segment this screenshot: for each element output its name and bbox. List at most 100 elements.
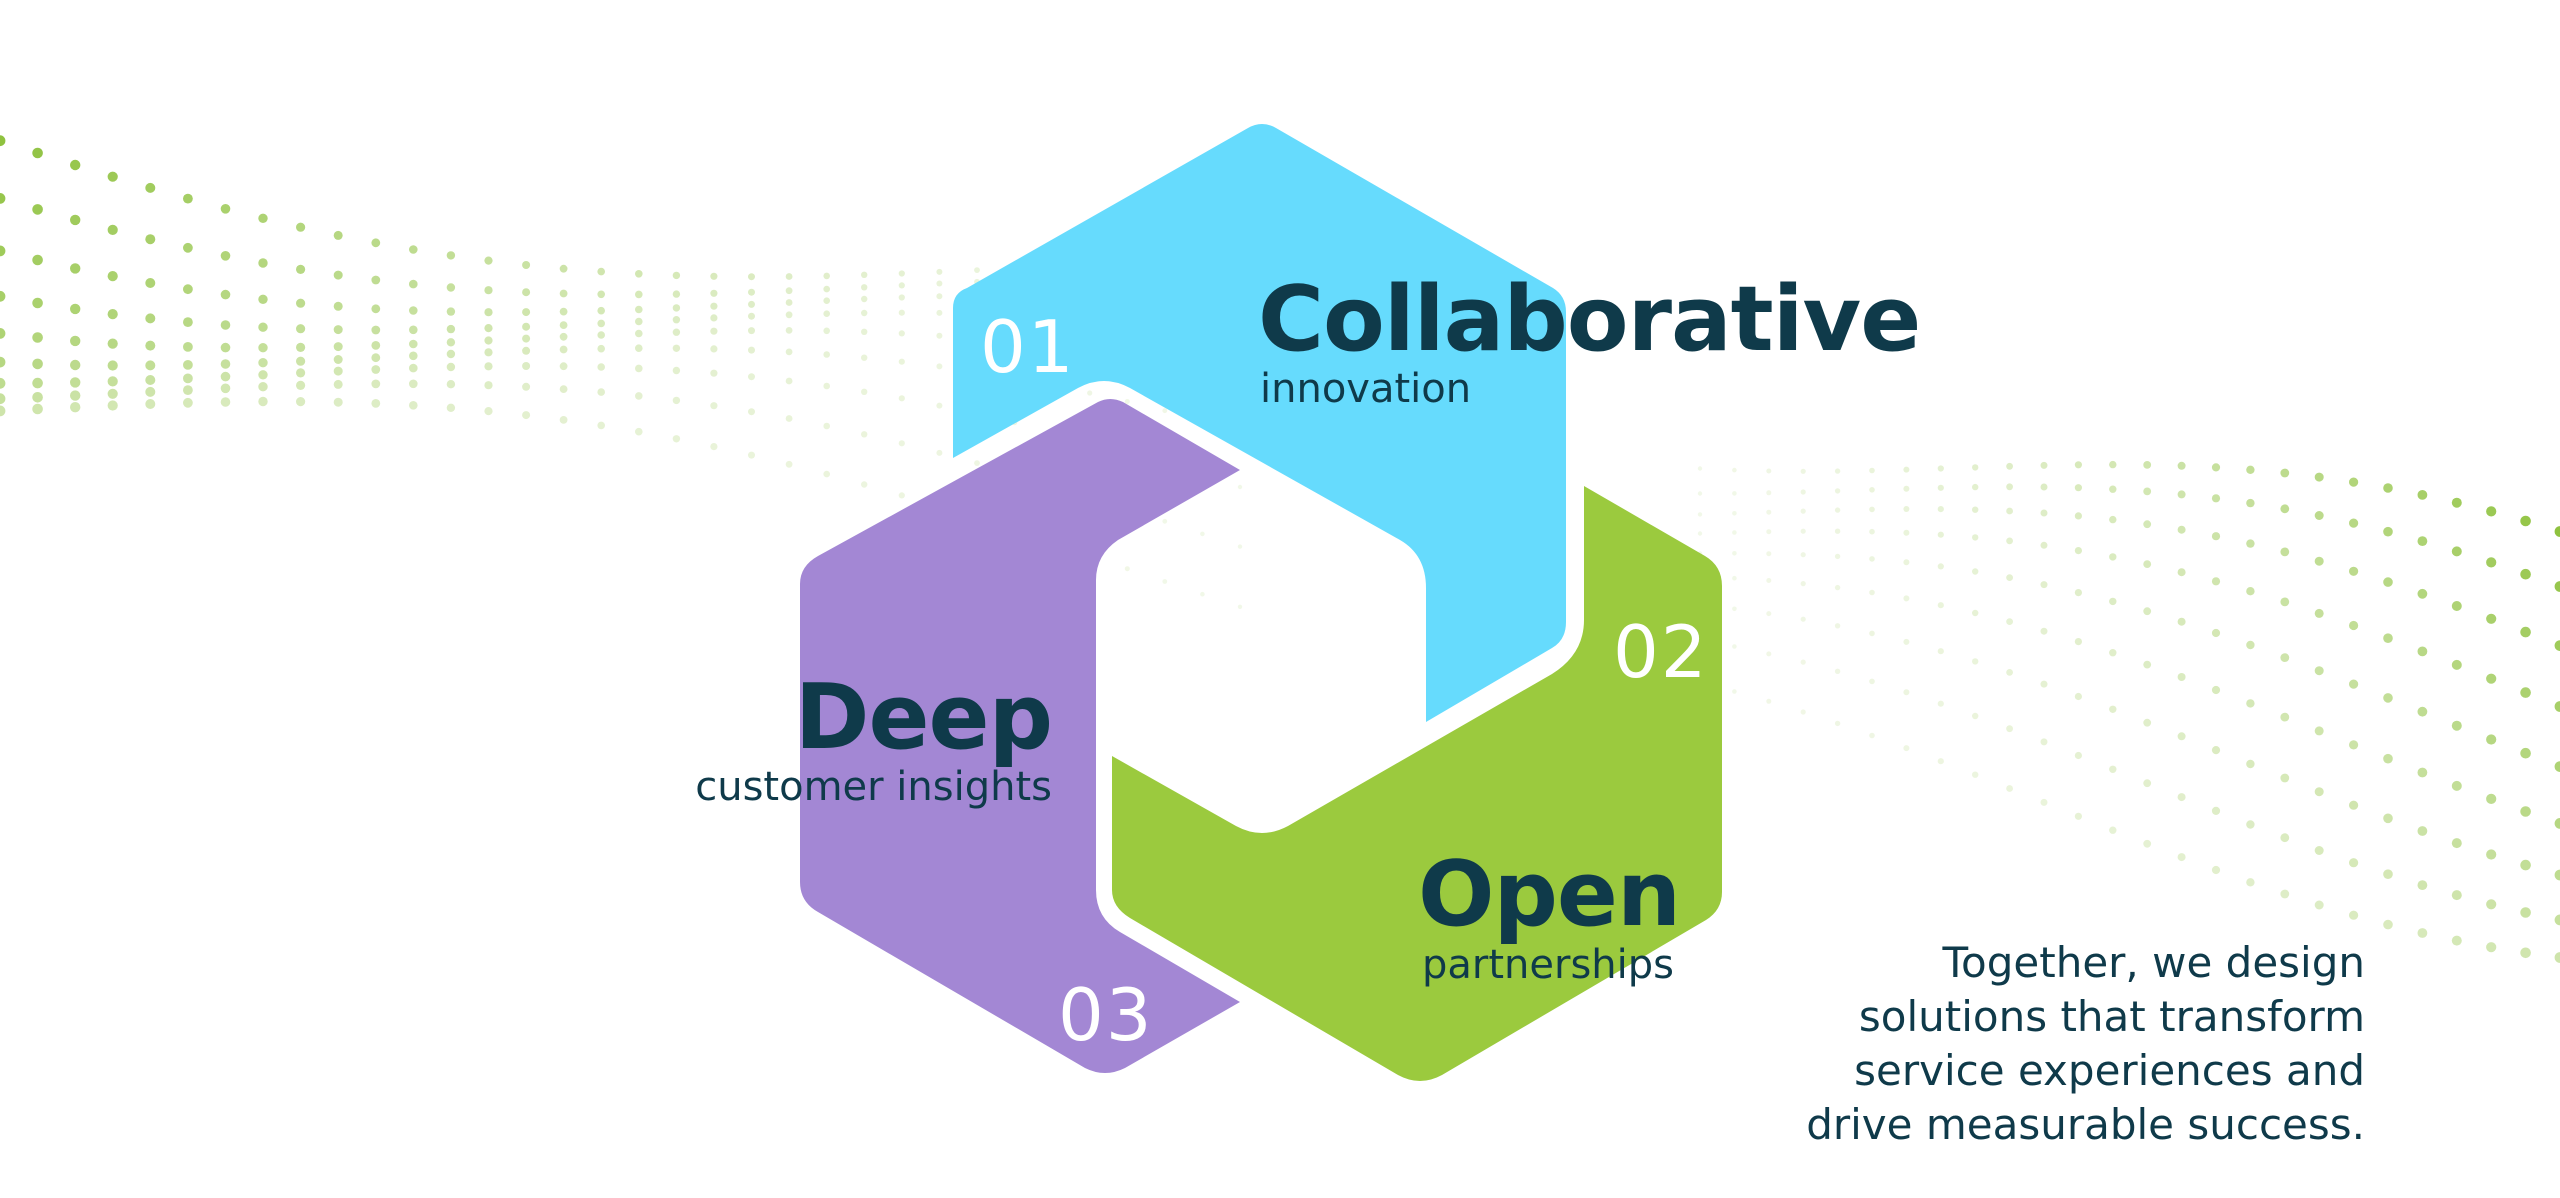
decorative-dot xyxy=(861,481,868,488)
decorative-dot xyxy=(258,396,268,407)
decorative-dot xyxy=(2383,753,2393,764)
decorative-dot xyxy=(2486,734,2497,745)
decorative-dot xyxy=(2417,880,2428,890)
decorative-dot xyxy=(1972,658,1979,665)
decorative-dot xyxy=(333,379,343,389)
decorative-dot xyxy=(2554,761,2560,772)
decorative-dot xyxy=(220,371,231,382)
decorative-dot xyxy=(672,304,681,312)
decorative-dot xyxy=(2177,853,2186,862)
decorative-dot xyxy=(2314,608,2324,618)
decorative-dot xyxy=(1200,531,1205,537)
decorative-dot xyxy=(2280,504,2290,514)
decorative-dot xyxy=(107,388,118,399)
decorative-dot xyxy=(0,135,6,147)
decorative-dot xyxy=(1972,712,1979,720)
decorative-dot xyxy=(484,348,493,357)
decorative-dot xyxy=(2177,490,2186,499)
decorative-dot xyxy=(371,325,381,335)
decorative-dot xyxy=(70,214,81,226)
decorative-dot xyxy=(2554,952,2560,963)
decorative-dot xyxy=(296,324,306,334)
decorative-dot xyxy=(823,422,830,430)
decorative-dot xyxy=(220,320,231,330)
decorative-dot xyxy=(2280,597,2290,607)
decorative-dot xyxy=(2349,566,2359,576)
decorative-dot xyxy=(2314,666,2324,676)
decorative-dot xyxy=(70,359,81,371)
decorative-dot xyxy=(371,353,381,363)
decorative-dot xyxy=(333,397,343,407)
decorative-dot xyxy=(597,290,605,299)
decorative-dot xyxy=(107,338,118,349)
decorative-dot xyxy=(2006,483,2013,491)
decorative-dot xyxy=(220,289,231,300)
decorative-dot xyxy=(1834,507,1841,513)
decorative-dot xyxy=(484,381,493,390)
decorative-dot xyxy=(1903,689,1910,696)
decorative-dot xyxy=(2040,581,2048,589)
decorative-dot xyxy=(2451,935,2462,946)
segment-number-03: 03 xyxy=(1058,973,1154,1057)
decorative-dot xyxy=(446,283,456,292)
decorative-dot xyxy=(898,492,905,499)
decorative-dot xyxy=(107,360,118,371)
decorative-dot xyxy=(522,411,531,420)
decorative-dot xyxy=(597,344,605,353)
decorative-dot xyxy=(823,470,830,478)
decorative-dot xyxy=(1834,528,1841,534)
decorative-dot xyxy=(672,366,681,375)
decorative-dot xyxy=(183,397,193,408)
decorative-dot xyxy=(748,346,755,354)
decorative-dot xyxy=(145,278,156,288)
decorative-dot xyxy=(220,359,231,369)
decorative-dot xyxy=(2143,560,2152,568)
decorative-dot xyxy=(32,254,43,266)
decorative-dot xyxy=(70,263,81,274)
decorative-dot xyxy=(145,182,156,193)
decorative-dot xyxy=(2383,919,2393,930)
decorative-dot xyxy=(2554,818,2560,829)
decorative-dot xyxy=(484,336,493,345)
decorative-dot xyxy=(2280,547,2290,557)
decorative-dot xyxy=(183,317,193,327)
decorative-dot xyxy=(2349,910,2359,920)
decorative-dot xyxy=(898,440,905,447)
decorative-dot xyxy=(1697,531,1703,536)
deep-subtitle: customer insights xyxy=(695,764,1052,810)
decorative-dot xyxy=(559,321,568,329)
decorative-dot xyxy=(898,270,905,277)
decorative-dot xyxy=(823,351,830,358)
decorative-dot xyxy=(1834,623,1841,629)
decorative-dot xyxy=(2109,826,2117,834)
decorative-dot xyxy=(1903,485,1910,492)
decorative-dot xyxy=(1869,487,1875,493)
decorative-dot xyxy=(2383,813,2393,824)
decorative-dot xyxy=(1903,638,1910,645)
tagline-line-3: service experiences and xyxy=(1854,1046,2365,1095)
decorative-dot xyxy=(898,294,905,301)
decorative-dot xyxy=(2520,907,2531,918)
decorative-dot xyxy=(710,289,718,297)
decorative-dot xyxy=(70,159,81,171)
decorative-dot xyxy=(1834,668,1841,674)
decorative-dot xyxy=(1972,534,1979,541)
decorative-dot xyxy=(1162,518,1168,524)
decorative-dot xyxy=(2280,833,2290,843)
decorative-dot xyxy=(296,342,306,352)
decorative-dot xyxy=(2349,620,2359,631)
decorative-dot xyxy=(1869,556,1875,562)
decorative-dot xyxy=(258,322,268,332)
decorative-dot xyxy=(2520,687,2531,698)
decorative-dot xyxy=(2314,472,2324,482)
decorative-dot xyxy=(2143,461,2152,469)
decorative-dot xyxy=(333,355,343,364)
decorative-dot xyxy=(2383,577,2393,587)
deep-title: Deep xyxy=(795,665,1052,770)
decorative-dot xyxy=(1972,771,1979,778)
decorative-dot xyxy=(2074,547,2082,555)
decorative-dot xyxy=(2314,726,2324,736)
decorative-dot xyxy=(0,393,6,405)
decorative-dot xyxy=(2383,869,2393,879)
